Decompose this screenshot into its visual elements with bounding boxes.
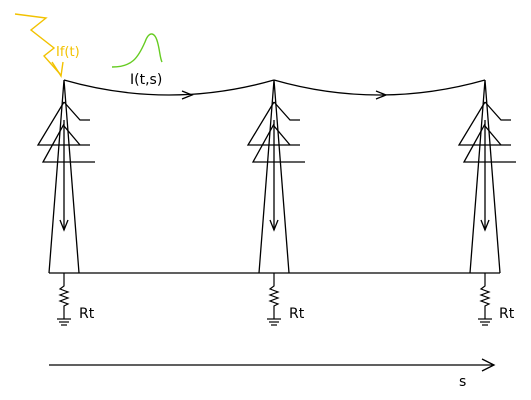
ground-icon: [267, 318, 281, 326]
resistance-label-3: Rt: [499, 306, 515, 322]
lightning-bolt-icon: [14, 13, 64, 78]
overhead-ground-wire: [63, 79, 486, 96]
ground-icon: [478, 318, 492, 326]
ground-icon: [57, 318, 71, 326]
resistor-icon: [479, 273, 491, 319]
distance-axis-label: s: [459, 374, 466, 390]
resistance-label-1: Rt: [79, 306, 95, 322]
resistor-icon: [268, 273, 280, 319]
tower-3: [457, 79, 516, 274]
wave-direction-arrows: [181, 90, 388, 100]
distance-axis: [49, 358, 496, 372]
resistor-icon: [58, 273, 70, 319]
resistance-label-2: Rt: [289, 306, 305, 322]
tower-2: [246, 79, 305, 274]
tower-1: [36, 79, 95, 274]
lightning-current-label: If(t): [56, 45, 80, 60]
surge-waveform-icon: [111, 33, 163, 68]
wave-current-label: I(t,s): [130, 72, 162, 88]
